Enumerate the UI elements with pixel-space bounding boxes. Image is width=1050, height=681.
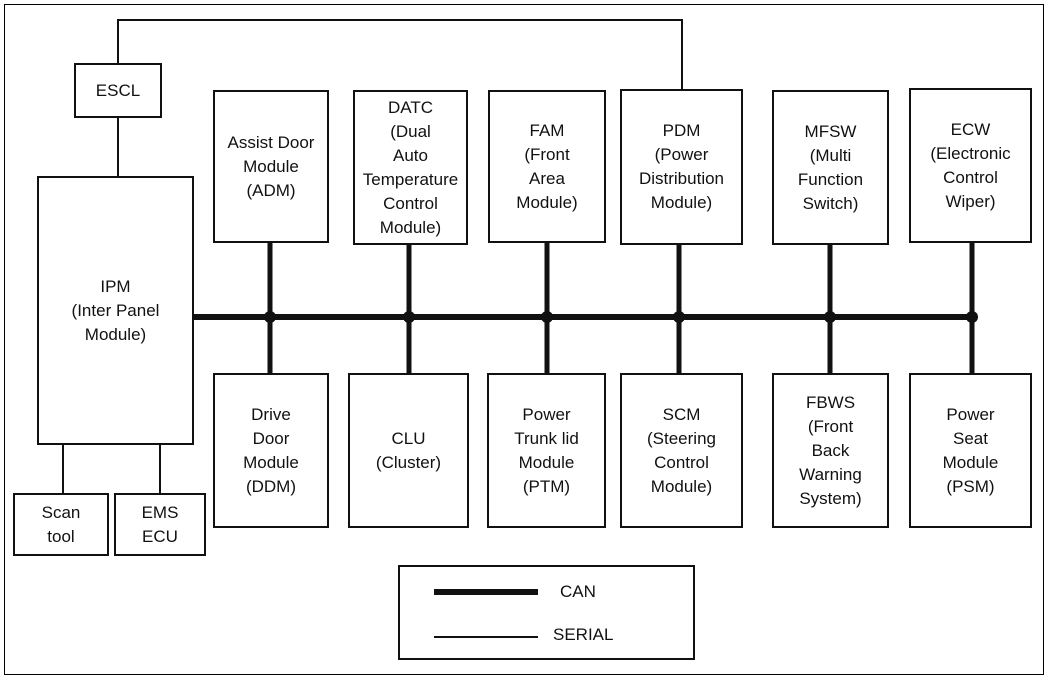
module-label-line: Module (518, 452, 575, 472)
can-junction (966, 311, 978, 323)
module-label-line: (Front (807, 416, 854, 436)
module-label-line: DATC (387, 97, 433, 117)
module-clu: CLU (Cluster) (348, 373, 469, 528)
legend-serial-swatch (434, 636, 538, 638)
module-label-line: Module) (650, 193, 713, 212)
legend-can-label: CAN (560, 582, 596, 601)
module-label-line: FAM (529, 120, 565, 140)
module-label-line: (PTM) (522, 476, 571, 496)
module-label-line: Trunk lid (514, 428, 579, 448)
module-label-line: Module) (84, 324, 147, 344)
module-label-line: Auto (393, 145, 428, 165)
module-label-line: PDM (662, 121, 701, 140)
legend: CAN SERIAL (398, 565, 695, 660)
module-label-line: ECW (950, 119, 991, 139)
legend-serial-label: SERIAL (553, 625, 614, 644)
serial-line-escl-pdm (117, 19, 683, 89)
module-label-line: Area (529, 168, 565, 188)
module-label-line: Scan (41, 502, 81, 522)
module-label-line: FBWS (805, 392, 856, 412)
module-label-line: Control (383, 193, 438, 213)
module-label-line: (ADM) (246, 180, 296, 200)
module-label-line: (Electronic (930, 143, 1011, 163)
can-junction (264, 311, 276, 323)
module-label-line: Switch) (802, 193, 859, 213)
module-label-line: Module (243, 156, 299, 176)
module-label-line: Power (522, 404, 571, 424)
can-junction (541, 311, 553, 323)
module-label-line: SCM (662, 404, 701, 424)
module-label-line: (Front (524, 144, 570, 164)
module-scan-tool: Scan tool (13, 493, 109, 556)
module-label-line: Module) (516, 192, 578, 212)
module-label-line: ECU (142, 526, 178, 546)
module-label-line: Control (654, 452, 709, 472)
can-junction (673, 311, 685, 323)
module-escl: ESCL (74, 63, 162, 118)
module-label-line: System) (799, 488, 862, 508)
module-label-line: Assist Door (227, 132, 315, 152)
module-label-line: Power (946, 404, 995, 424)
module-label-line: (Cluster) (375, 452, 442, 472)
module-label-line: (Dual (390, 121, 431, 141)
module-label-line: Control (943, 167, 998, 187)
module-label-line: (Inter Panel (71, 300, 160, 320)
module-label-line: Distribution (638, 169, 725, 188)
can-junction (403, 311, 415, 323)
module-label-line: Warning (799, 464, 862, 484)
module-label-line: (PSM) (946, 476, 995, 496)
module-label-line: Function (797, 169, 864, 189)
module-label-line: tool (47, 526, 75, 546)
module-label-line: Back (811, 440, 850, 460)
module-label-line: Module (243, 452, 299, 472)
module-label-line: Module (942, 452, 999, 472)
can-junction (824, 311, 836, 323)
module-label-line: Wiper) (945, 191, 996, 211)
module-label-line: IPM (100, 276, 131, 296)
module-label-line: CLU (391, 428, 426, 448)
module-label-line: (Power (654, 145, 709, 164)
module-label-line: Seat (953, 428, 988, 448)
module-ems-ecu: EMS ECU (114, 493, 206, 556)
module-label-line: Module) (379, 217, 442, 237)
module-label-line: ESCL (95, 80, 141, 100)
module-label-line: Drive (251, 404, 291, 424)
module-label-line: (Steering (647, 428, 716, 448)
diagram-frame (4, 4, 1044, 675)
module-label-line: EMS (141, 502, 179, 522)
module-label-line: MFSW (804, 121, 857, 141)
module-label-line: (Multi (809, 145, 852, 165)
module-label-line: Door (252, 428, 290, 448)
legend-can-swatch (434, 589, 538, 595)
module-label-line: Module) (650, 476, 713, 496)
module-label-line: Temperature (362, 169, 459, 189)
module-label-line: (DDM) (245, 476, 297, 496)
